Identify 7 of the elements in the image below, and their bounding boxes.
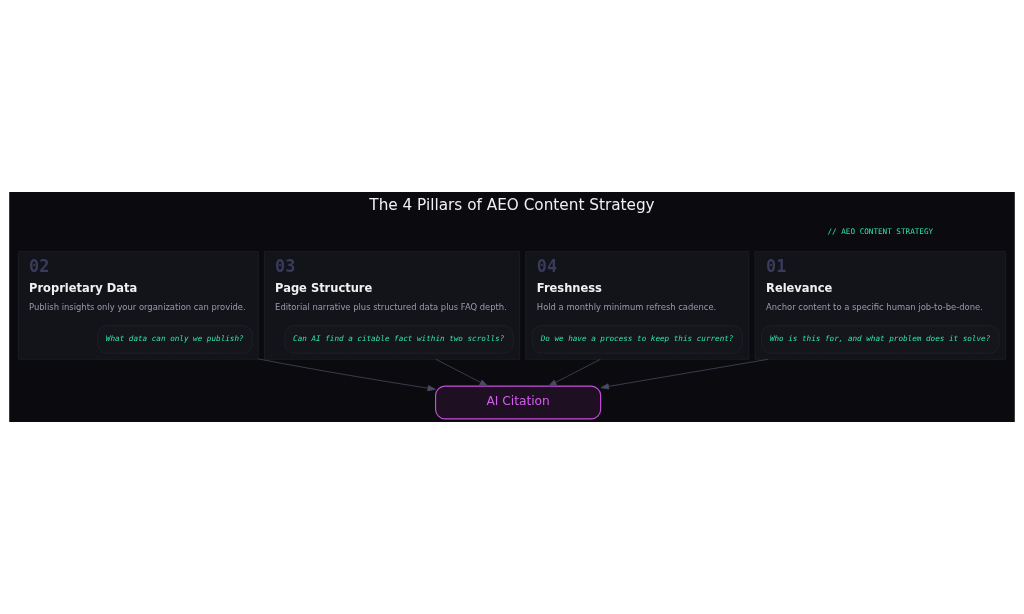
arrow bbox=[435, 358, 488, 387]
arrow bbox=[600, 358, 769, 390]
label: // AEO CONTENT STRATEGY bbox=[827, 226, 934, 236]
arrow bbox=[548, 358, 601, 387]
diagram-title: The 4 Pillars of AEO Content Strategy bbox=[369, 196, 655, 215]
node-box: AI Citation bbox=[435, 385, 602, 420]
arrow bbox=[257, 358, 436, 392]
